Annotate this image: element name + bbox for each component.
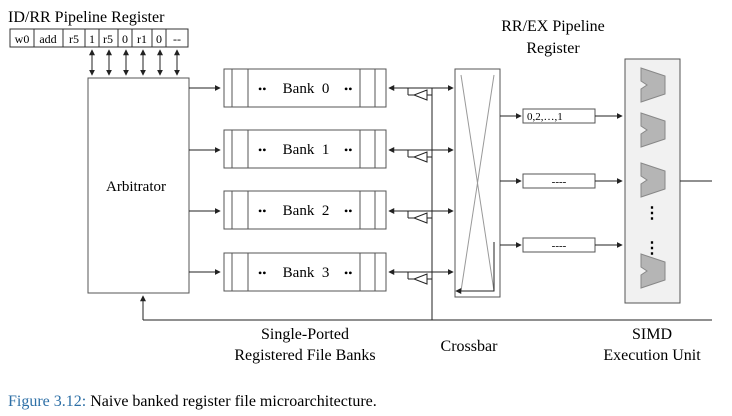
id-rr-register-title: ID/RR Pipeline Register <box>8 9 165 26</box>
arbitrator: Arbitrator <box>87 77 190 294</box>
rr-ex-register-title-line2: Register <box>526 40 580 57</box>
id-rr-field-src3: -- <box>173 32 181 46</box>
bank-2-dots-left: •• <box>258 204 266 218</box>
bank-2-dots-right: •• <box>344 204 352 218</box>
alu-lane-0 <box>640 67 666 103</box>
bank-0-dots-left: •• <box>258 82 266 96</box>
crossbar <box>454 68 501 298</box>
figure-caption: Figure 3.12: Naive banked register file … <box>8 393 377 410</box>
banks-section-label-line1: Single-Ported <box>261 326 349 343</box>
bank-1-dots-right: •• <box>344 143 352 157</box>
rr-ex-field-2: ---- <box>552 240 567 252</box>
register-arbitrator-links <box>89 49 180 76</box>
bank-crossbar-links <box>388 85 454 320</box>
bank-2: •• Bank 2 •• <box>223 190 387 230</box>
rr-ex-to-simd-arrows <box>595 113 623 248</box>
rr-ex-register: 0,2,…,1 ---- ---- <box>522 108 596 253</box>
id-rr-field-ready2: 0 <box>122 32 128 46</box>
id-rr-field-ready3: 0 <box>156 32 162 46</box>
figure-caption-text: Naive banked register file microarchitec… <box>86 393 377 410</box>
id-rr-register: w0 add r5 1 r5 0 r1 0 -- <box>9 28 189 48</box>
bank-0: •• Bank 0 •• <box>223 68 387 108</box>
id-rr-field-opcode: add <box>39 32 56 46</box>
writeback-path <box>140 295 712 321</box>
rr-ex-register-title-line1: RR/EX Pipeline <box>501 18 605 35</box>
bank-3-dots-left: •• <box>258 266 266 280</box>
simd-lanes-ellipsis-lower: ⋮ <box>644 240 660 257</box>
rr-ex-field-0: 0,2,…,1 <box>527 111 563 123</box>
bank-1-dots-left: •• <box>258 143 266 157</box>
crossbar-section-label: Crossbar <box>441 338 499 355</box>
simd-section-label-line1: SIMD <box>632 326 672 343</box>
id-rr-field-dest: r5 <box>69 32 79 46</box>
bank-3-label: Bank 3 <box>283 265 330 281</box>
id-rr-field-src1: r5 <box>103 32 113 46</box>
id-rr-field-warp: w0 <box>15 32 30 46</box>
simd-lanes-ellipsis-upper: ⋮ <box>644 205 660 222</box>
figure-caption-label: Figure 3.12: <box>8 393 86 410</box>
alu-lane-3 <box>640 253 666 289</box>
arbitrator-label: Arbitrator <box>106 179 166 195</box>
simd-section-label-line2: Execution Unit <box>603 347 701 364</box>
banks-section-label-line2: Registered File Banks <box>234 347 375 364</box>
alu-lane-1 <box>640 112 666 148</box>
crossbar-to-rr-ex-arrows <box>500 113 522 248</box>
arbitrator-to-banks-arrows <box>189 85 221 275</box>
bank-1-label: Bank 1 <box>283 142 330 158</box>
simd-execution-unit: ⋮ ⋮ <box>624 58 681 304</box>
bank-3: •• Bank 3 •• <box>223 252 387 292</box>
id-rr-field-src2: r1 <box>137 32 147 46</box>
bank-0-dots-right: •• <box>344 82 352 96</box>
bank-2-label: Bank 2 <box>283 203 330 219</box>
alu-lane-2 <box>640 162 666 198</box>
rr-ex-field-1: ---- <box>552 176 567 188</box>
id-rr-field-ready1: 1 <box>89 32 95 46</box>
bank-0-label: Bank 0 <box>283 81 330 97</box>
bank-1: •• Bank 1 •• <box>223 129 387 169</box>
bank-3-dots-right: •• <box>344 266 352 280</box>
